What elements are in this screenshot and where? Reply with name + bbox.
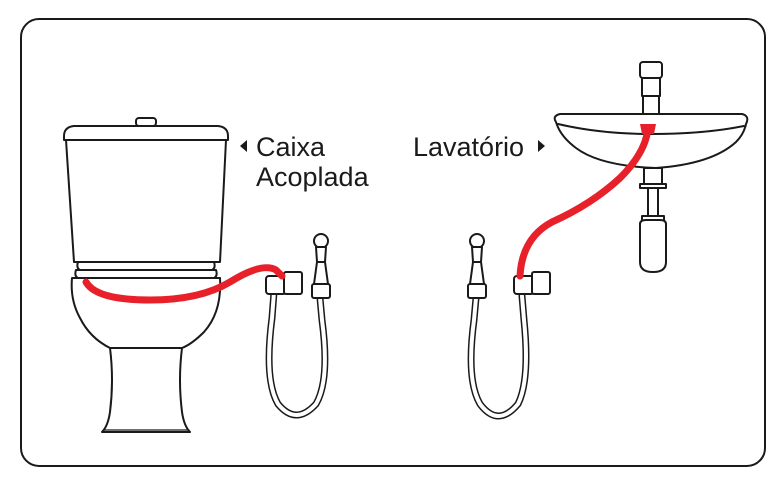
- left-label-group: Caixa Acoplada: [240, 132, 370, 192]
- triangle-left-icon: [240, 140, 247, 152]
- sink-outlet-red: [640, 124, 656, 134]
- right-shower-head: [467, 233, 487, 299]
- left-shower-hose: [265, 288, 329, 419]
- acoplada-label: Acoplada: [256, 162, 370, 192]
- left-shower-head: [311, 233, 331, 299]
- right-shower-hose: [467, 292, 530, 420]
- lavatorio-label: Lavatório: [413, 132, 524, 162]
- left-red-hose: [82, 264, 286, 304]
- diagram-frame: [20, 18, 766, 467]
- right-red-hose: [516, 124, 652, 280]
- left-valve: [265, 271, 303, 295]
- right-valve: [513, 271, 551, 295]
- sink-illustration: [553, 61, 749, 273]
- toilet-illustration: [63, 117, 229, 433]
- right-label-group: Lavatório: [413, 132, 545, 162]
- triangle-right-icon: [538, 140, 545, 152]
- caixa-label: Caixa: [256, 132, 326, 162]
